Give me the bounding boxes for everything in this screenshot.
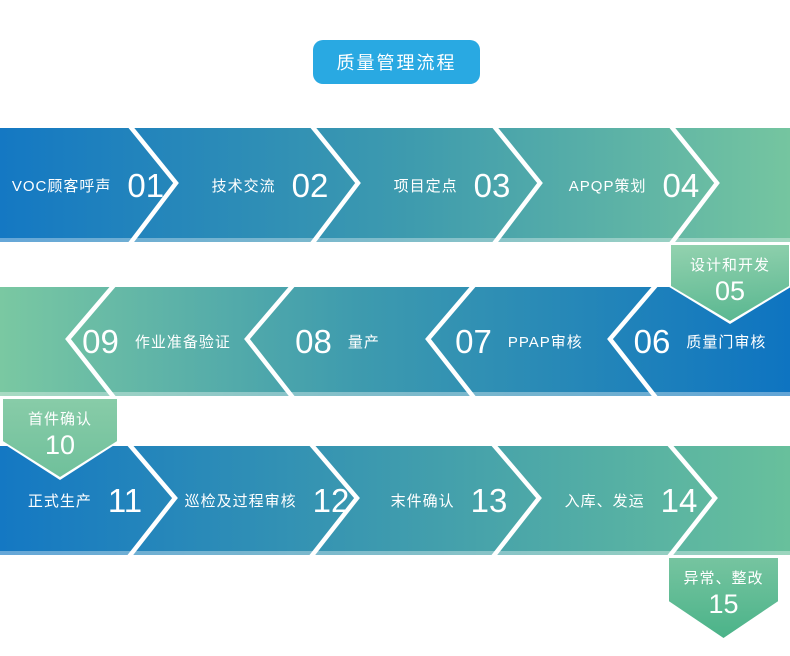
step-11-label: 正式生产: [27, 493, 92, 510]
step-01-label: VOC顾客呼声: [11, 177, 112, 195]
step-15-label: 异常、整改: [683, 570, 764, 587]
step-14-number: 14: [660, 482, 698, 519]
chevron-left-separators: [65, 287, 658, 396]
step-01: VOC顾客呼声 01: [0, 128, 176, 242]
step-04-label: APQP策划: [568, 177, 647, 195]
process-row-3: 正式生产 11 巡检及过程审核 12 末件确认 13 入库、发运 14: [0, 446, 790, 555]
step-03-number: 03: [473, 166, 511, 204]
step-13-number: 13: [470, 482, 508, 519]
step-02: 技术交流 02: [182, 128, 358, 242]
page-title: 质量管理流程: [336, 53, 457, 73]
step-01-number: 01: [127, 166, 165, 204]
step-11-number: 11: [107, 482, 143, 519]
connector-step-15: 异常、整改 15: [666, 555, 781, 641]
step-08-label: 量产: [347, 334, 380, 351]
step-08-number: 08: [295, 323, 332, 360]
connector-step-15-body: 异常、整改 15: [669, 558, 778, 638]
chevron-right-separators: [128, 128, 720, 242]
step-13-label: 末件确认: [390, 493, 455, 510]
step-04: APQP策划 04: [546, 128, 722, 242]
chevron-right-separators: [127, 446, 718, 555]
step-10-label: 首件确认: [27, 411, 92, 428]
step-14-label: 入库、发运: [564, 493, 645, 510]
title-badge: 质量管理流程: [313, 40, 480, 84]
step-07: 07 PPAP审核: [428, 287, 610, 396]
step-09-number: 09: [82, 323, 119, 360]
step-11: 正式生产 11: [0, 446, 170, 555]
step-15-number: 15: [708, 589, 739, 619]
step-06-number: 06: [633, 323, 671, 360]
step-12-label: 巡检及过程审核: [184, 493, 297, 510]
step-10-number: 10: [44, 430, 76, 460]
step-02-number: 02: [291, 166, 329, 204]
step-09-label: 作业准备验证: [134, 334, 231, 351]
step-09: 09 作业准备验证: [66, 287, 247, 396]
step-12: 巡检及过程审核 12: [182, 446, 352, 555]
step-08: 08 量产: [247, 287, 428, 396]
step-05-number: 05: [714, 276, 746, 306]
step-03-label: 项目定点: [393, 177, 458, 195]
step-06-label: 质量门审核: [686, 334, 767, 351]
step-07-number: 07: [455, 323, 492, 360]
step-13: 末件确认 13: [364, 446, 534, 555]
process-row-2: 09 作业准备验证 08 量产 07 PPAP审核 06 质量门审核: [0, 287, 790, 396]
step-03: 项目定点 03: [364, 128, 540, 242]
process-row-1: VOC顾客呼声 01 技术交流 02 项目定点 03 APQP策划 04: [0, 128, 790, 242]
step-14: 入库、发运 14: [546, 446, 716, 555]
step-12-number: 12: [312, 482, 350, 519]
step-07-label: PPAP审核: [507, 334, 583, 351]
step-05-label: 设计和开发: [689, 257, 770, 274]
step-04-number: 04: [662, 166, 700, 204]
step-06: 06 质量门审核: [610, 287, 790, 396]
step-02-label: 技术交流: [211, 177, 276, 195]
